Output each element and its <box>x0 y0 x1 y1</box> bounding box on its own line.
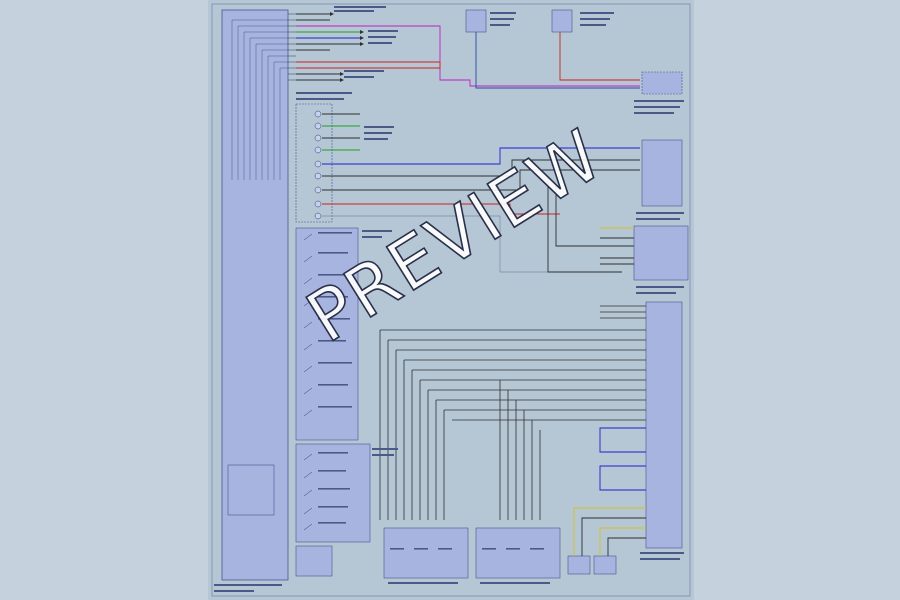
switch-circles <box>314 110 322 220</box>
annotation-marks <box>214 6 684 592</box>
middle-wires <box>322 113 640 273</box>
top-wires <box>296 13 640 89</box>
right-modules <box>567 71 689 575</box>
bottom-right-wires <box>573 507 646 556</box>
module-internal-leaders <box>231 19 288 180</box>
top-connectors <box>465 9 573 33</box>
lower-bus-wires <box>379 305 646 520</box>
blue-loops <box>599 427 646 491</box>
steering-column-control-module <box>221 9 289 581</box>
bottom-switch-clusters <box>383 527 561 579</box>
module-pin-ticks <box>288 13 296 81</box>
schematic-sheet <box>208 0 694 600</box>
combination-switch-block <box>295 103 371 577</box>
switch-contacts <box>303 233 313 531</box>
sheet-border <box>211 3 691 597</box>
